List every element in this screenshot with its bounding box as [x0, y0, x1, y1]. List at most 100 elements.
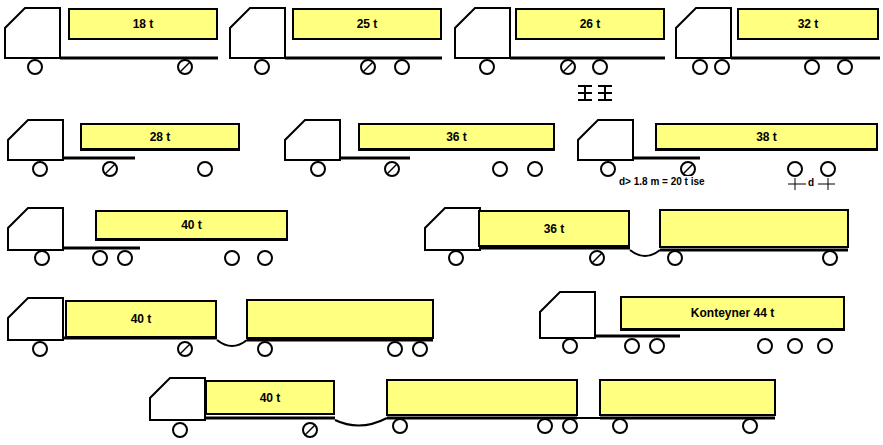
- wheel: [788, 162, 802, 176]
- wheel: [681, 162, 695, 176]
- chassis-line: [578, 99, 592, 101]
- wheel: [838, 60, 852, 74]
- truck-cab: [285, 120, 340, 160]
- truck-cab: [8, 298, 63, 340]
- weight-label: 18 t: [133, 17, 154, 31]
- drawbar: [217, 340, 247, 346]
- chassis-line: [63, 247, 140, 250]
- chassis-line: [563, 62, 573, 72]
- wheel: [103, 162, 117, 176]
- truck-cab: [230, 8, 285, 58]
- wheel: [198, 162, 212, 176]
- truck-cab: [578, 120, 633, 160]
- chassis-line: [180, 344, 190, 354]
- weight-label: 36 t: [446, 130, 467, 144]
- truck-cab: [425, 208, 480, 250]
- trailer-box: [660, 210, 848, 247]
- wheel: [650, 339, 664, 353]
- wheel: [118, 251, 132, 265]
- chassis-line: [595, 335, 680, 338]
- drawbar: [630, 250, 660, 256]
- wheel: [388, 342, 402, 356]
- chassis-line: [598, 99, 612, 101]
- wheel: [538, 419, 552, 433]
- wheel: [33, 342, 47, 356]
- wheel: [593, 60, 607, 74]
- truck-cab: [150, 378, 205, 420]
- wheel: [561, 60, 575, 74]
- chassis-line: [577, 417, 600, 419]
- load-box: 26 t: [515, 8, 665, 40]
- chassis-line: [510, 57, 665, 60]
- load-box: 38 t: [655, 123, 878, 150]
- load-box: 18 t: [68, 8, 218, 40]
- weight-label: Konteyner 44 t: [691, 306, 774, 320]
- wheel: [413, 342, 427, 356]
- chassis-line: [363, 62, 373, 72]
- wheel: [178, 60, 192, 74]
- truck-cab: [540, 292, 595, 338]
- trailer-box: [247, 300, 433, 338]
- wheel: [493, 162, 507, 176]
- chassis-line: [180, 62, 190, 72]
- wheel: [563, 339, 577, 353]
- wheel: [693, 60, 707, 74]
- wheel: [28, 60, 42, 74]
- drawbar: [335, 418, 387, 426]
- wheel: [93, 251, 107, 265]
- wheel: [788, 339, 802, 353]
- truck-cab: [8, 208, 63, 250]
- trailer-box: [600, 380, 775, 415]
- wheel: [178, 342, 192, 356]
- wheel: [303, 423, 317, 437]
- weight-label: 32 t: [798, 17, 819, 31]
- wheel: [590, 251, 604, 265]
- wheel: [311, 162, 325, 176]
- load-box: 32 t: [737, 8, 879, 40]
- wheel: [35, 251, 49, 265]
- wheel: [613, 419, 627, 433]
- load-box: Konteyner 44 t: [620, 296, 845, 330]
- wheel: [805, 60, 819, 74]
- chassis-line: [683, 164, 693, 174]
- wheel: [758, 339, 772, 353]
- wheel: [258, 251, 272, 265]
- wheel: [601, 162, 615, 176]
- wheel: [225, 251, 239, 265]
- chassis-line: [660, 249, 848, 252]
- wheel: [449, 251, 463, 265]
- truck-cab: [676, 8, 731, 58]
- load-box: 25 t: [292, 8, 442, 40]
- wheel: [173, 423, 187, 437]
- load-box: 40 t: [205, 380, 335, 415]
- load-box: 28 t: [80, 123, 240, 150]
- chassis-line: [105, 164, 115, 174]
- chassis-line: [598, 92, 612, 94]
- wheel: [33, 162, 47, 176]
- wheel: [823, 251, 837, 265]
- load-box: 40 t: [95, 210, 288, 240]
- wheel: [528, 162, 542, 176]
- weight-label: 40 t: [131, 312, 152, 326]
- wheel: [255, 60, 269, 74]
- truck-cab: [455, 8, 510, 58]
- chassis-line: [731, 57, 880, 60]
- wheel: [563, 419, 577, 433]
- dimension-note: d> 1.8 m = 20 t ise: [618, 176, 706, 187]
- wheel: [393, 419, 407, 433]
- dimension-note: d: [807, 177, 815, 188]
- weight-label: 36 t: [544, 222, 565, 236]
- chassis-line: [633, 157, 700, 160]
- weight-label: 38 t: [756, 130, 777, 144]
- wheel: [385, 162, 399, 176]
- weight-label: 25 t: [357, 17, 378, 31]
- chassis-line: [592, 253, 602, 263]
- trailer-box: [387, 380, 577, 415]
- chassis-line: [578, 92, 592, 94]
- weight-label: 40 t: [181, 218, 202, 232]
- truck-cab: [8, 120, 63, 160]
- chassis-line: [63, 157, 135, 160]
- wheel: [818, 339, 832, 353]
- weight-label: 26 t: [580, 17, 601, 31]
